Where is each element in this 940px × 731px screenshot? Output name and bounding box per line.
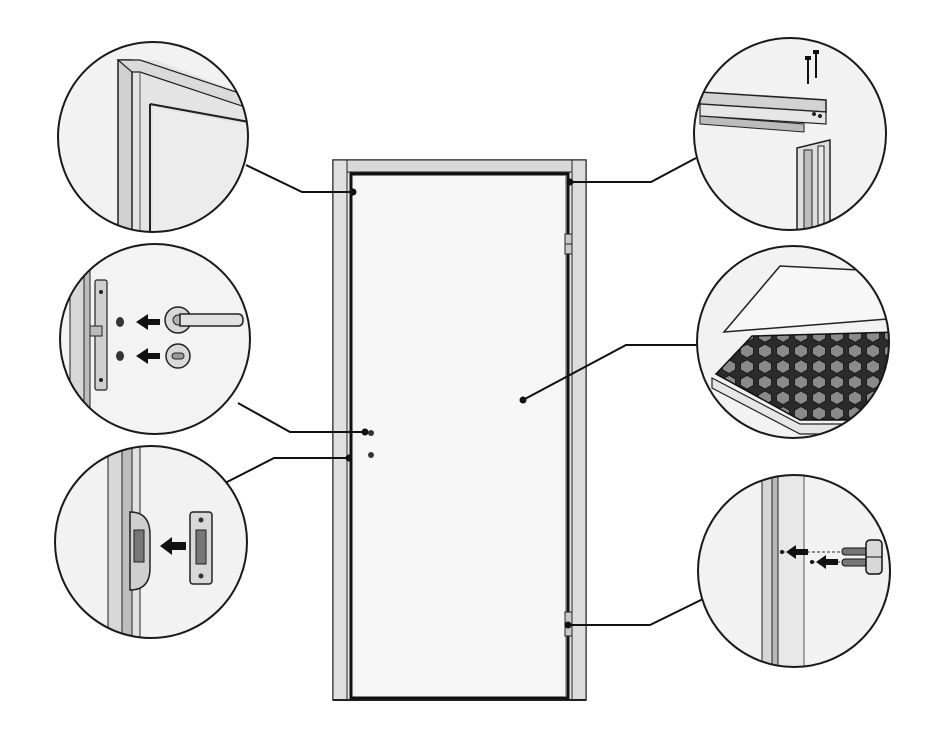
arrow-left-icon	[816, 555, 838, 569]
hinge-pin-icon	[841, 539, 883, 575]
lock-bore-icon	[116, 351, 124, 361]
callout-frame-assembly	[693, 37, 887, 231]
lock-knob-icon	[165, 343, 191, 369]
arrow-left-icon	[136, 314, 160, 330]
lever-handle-icon	[164, 306, 244, 334]
callout-frame-corner	[57, 41, 249, 233]
leader-frame-assembly	[570, 157, 697, 183]
honeycomb-core-icon	[714, 331, 889, 421]
arrow-left-icon	[160, 537, 186, 555]
arrow-left-icon	[136, 348, 160, 364]
leader-frame-corner	[245, 164, 353, 193]
leader-handle-lock	[237, 402, 365, 433]
hinge-top	[564, 233, 573, 255]
handle-bore-icon	[116, 317, 124, 327]
callout-handle-lock	[59, 243, 251, 435]
handle-hole	[368, 430, 374, 436]
callout-hinge-pins	[697, 474, 891, 668]
screw-icon	[813, 50, 819, 78]
leader-strike-plate	[224, 457, 349, 484]
lock-hole	[368, 452, 374, 458]
strike-plate-icon	[189, 511, 213, 585]
screw-icon	[805, 56, 811, 84]
leader-hinge-pins	[568, 597, 706, 626]
leader-honeycomb-core	[522, 344, 697, 401]
callout-honeycomb-core	[696, 245, 890, 439]
door-assembly	[332, 159, 587, 701]
leader-lines	[224, 157, 706, 629]
arrow-left-icon	[786, 545, 808, 559]
door-skin-sheet	[722, 265, 889, 333]
callout-strike-plate	[54, 445, 248, 639]
door-leaf	[349, 172, 570, 700]
